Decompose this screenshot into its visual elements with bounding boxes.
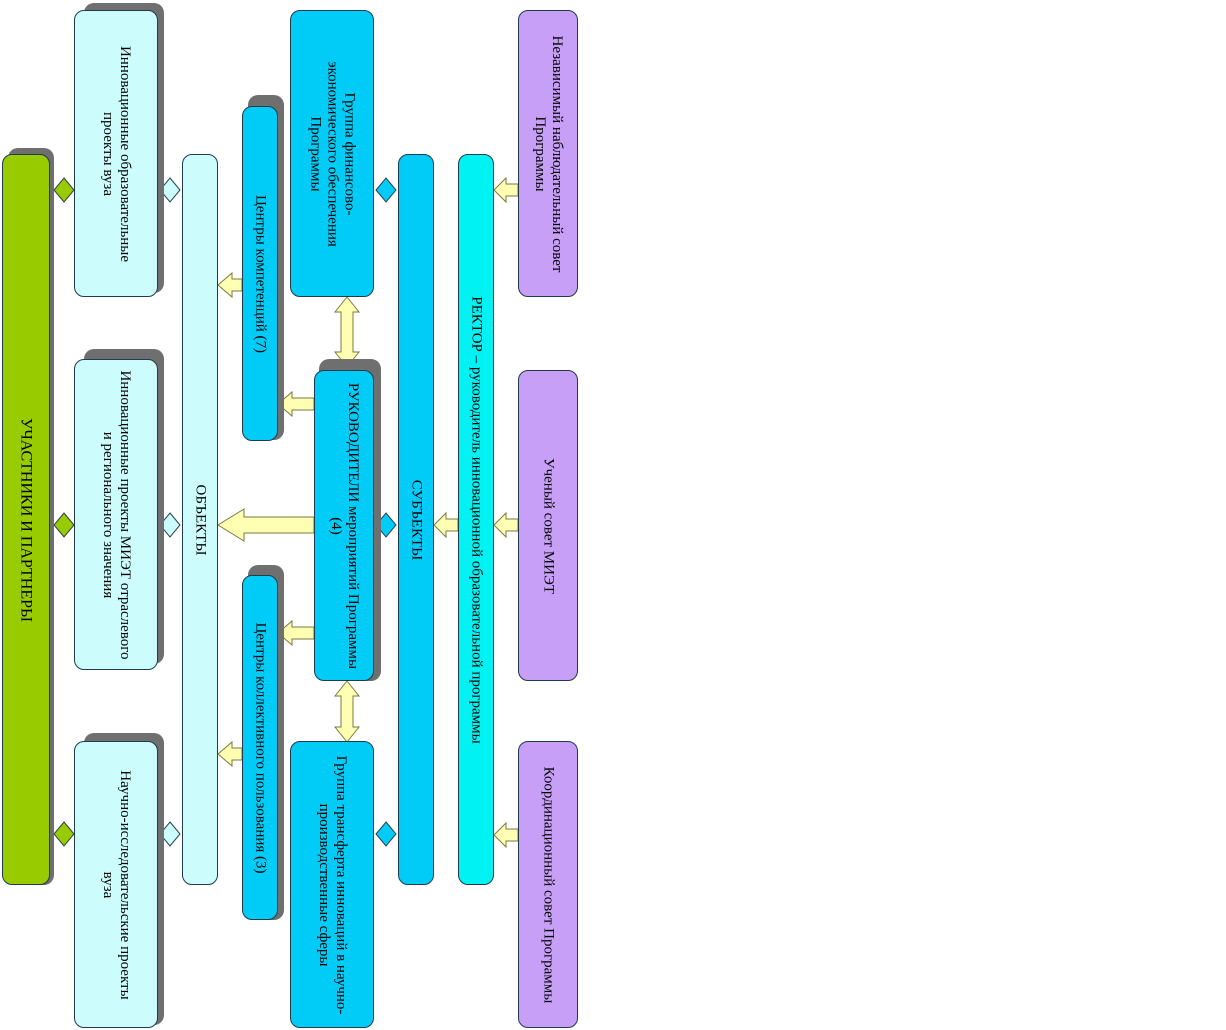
diamond-participants-3: [53, 821, 75, 847]
arrow-academic-to-rector: [493, 511, 519, 539]
competence-centers-box: Центры компетенций (7): [242, 106, 278, 441]
arrow-leaders-to-collective: [277, 619, 315, 647]
finance-group-label: Группа финансово-экономического обеспече…: [307, 60, 358, 247]
diamond-subjects-1: [375, 177, 397, 203]
independent-council-label: Независимый наблюдательный совет Програм…: [532, 35, 565, 272]
transfer-group-label: Группа трансферта инноваций в научно-про…: [316, 755, 349, 1014]
diamond-subjects-3: [375, 821, 397, 847]
subjects-bar: СУБЪЕКТЫ: [398, 154, 434, 885]
subjects-label: СУБЪЕКТЫ: [408, 479, 425, 560]
miet-projects-label: Инновационные проекты МИЭТ отраслевого и…: [100, 369, 133, 660]
coordination-council-label: Координационный совет Программы: [540, 766, 557, 1003]
rector-label: РЕКТОР – руководитель инновационной обра…: [468, 295, 485, 744]
arrow-competence-to-objects: [217, 271, 243, 299]
arrow-coordination-to-rector: [493, 821, 519, 849]
independent-council-box: Независимый наблюдательный совет Програм…: [518, 10, 578, 297]
educational-projects-box: Инновационные образовательные проекты ву…: [74, 10, 158, 297]
participants-label: УЧАСТНИКИ И ПАРТНЕРЫ: [17, 417, 35, 622]
leaders-box: РУКОВОДИТЕЛИ мероприятий Программы (4): [314, 370, 374, 681]
competence-centers-label: Центры компетенций (7): [252, 194, 269, 353]
diamond-participants-1: [53, 177, 75, 203]
academic-council-box: Ученый совет МИЭТ: [518, 370, 578, 681]
finance-group-box: Группа финансово-экономического обеспече…: [290, 10, 374, 297]
miet-projects-box: Инновационные проекты МИЭТ отраслевого и…: [74, 359, 158, 670]
educational-projects-label: Инновационные образовательные проекты ву…: [100, 45, 133, 262]
objects-bar: ОБЪЕКТЫ: [182, 154, 218, 885]
arrow-collective-to-objects: [217, 740, 243, 768]
arrow-leaders-to-competence: [277, 390, 315, 418]
leaders-label: РУКОВОДИТЕЛИ мероприятий Программы (4): [328, 382, 361, 669]
double-arrow-finance-leaders: [333, 296, 361, 368]
double-arrow-leaders-transfer: [333, 680, 361, 743]
collective-centers-box: Центры коллективного пользования (3): [242, 575, 278, 920]
arrow-independent-to-rector: [493, 176, 519, 204]
objects-label: ОБЪЕКТЫ: [192, 484, 209, 555]
collective-centers-label: Центры коллективного пользования (3): [252, 621, 269, 874]
academic-council-label: Ученый совет МИЭТ: [540, 457, 557, 594]
arrow-rector-to-subjects: [433, 511, 459, 539]
coordination-council-box: Координационный совет Программы: [518, 741, 578, 1028]
arrow-leaders-to-objects: [217, 508, 315, 542]
participants-bar: УЧАСТНИКИ И ПАРТНЕРЫ: [2, 154, 50, 885]
transfer-group-box: Группа трансферта инноваций в научно-про…: [290, 741, 374, 1028]
research-projects-label: Научно-исследовательские проекты вуза: [100, 769, 133, 1000]
research-projects-box: Научно-исследовательские проекты вуза: [74, 741, 158, 1028]
diamond-participants-2: [53, 512, 75, 538]
rector-bar: РЕКТОР – руководитель инновационной обра…: [458, 154, 494, 885]
